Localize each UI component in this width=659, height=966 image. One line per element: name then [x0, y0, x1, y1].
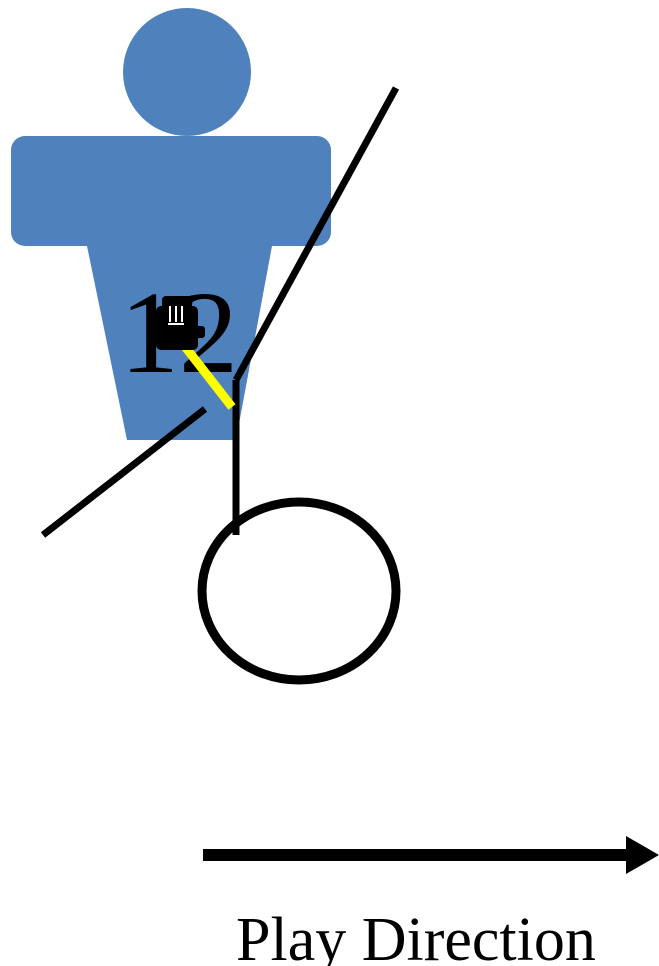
player-shoulders: [11, 136, 331, 246]
arrow-head-icon: [626, 836, 659, 874]
path-line-lower: [43, 409, 205, 535]
foosball-player: 12: [11, 8, 331, 440]
player-head: [123, 8, 251, 136]
play-direction-arrow: [203, 836, 659, 874]
ball: [202, 502, 396, 680]
play-direction-label: Play Direction: [236, 906, 596, 966]
